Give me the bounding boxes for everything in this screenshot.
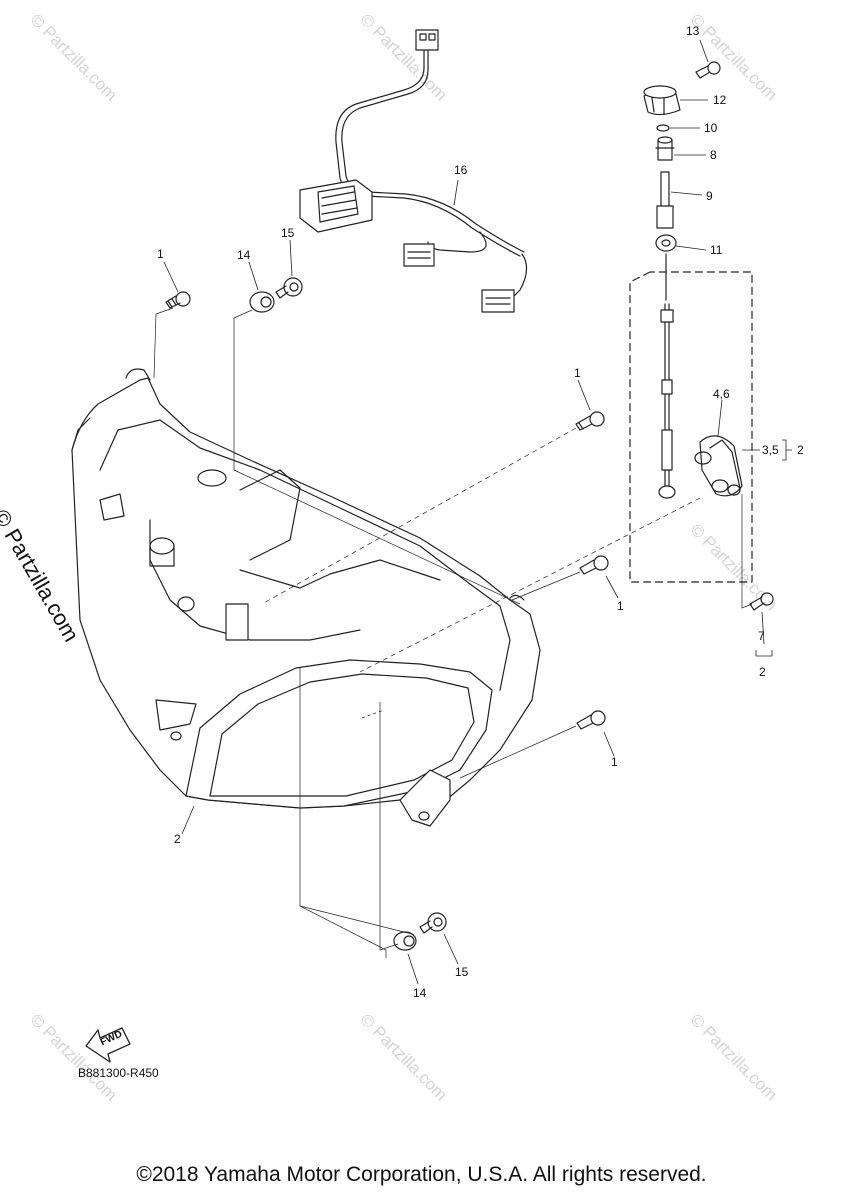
callout-14-top: 14	[237, 248, 251, 262]
callout-9: 9	[706, 189, 713, 203]
callout-15-bottom: 15	[455, 965, 469, 979]
alignment-lines	[153, 307, 753, 958]
screw-part-1	[575, 411, 605, 431]
grommet-part-14	[249, 291, 275, 313]
callout-16: 16	[454, 163, 468, 177]
callout-7: 7	[758, 629, 765, 643]
callout-11: 11	[710, 243, 723, 257]
callout-2-below-7: 2	[759, 665, 766, 679]
screw-part-15	[419, 912, 447, 934]
callout-1-top-left: 1	[157, 247, 164, 261]
adjuster-assembly	[643, 61, 721, 301]
callout-4-6: 4,6	[713, 387, 730, 401]
callout-2-headlight: 2	[174, 832, 181, 846]
screw-part-1	[165, 291, 191, 309]
dashed-assembly-box	[629, 271, 753, 583]
callout-14-bottom: 14	[413, 986, 427, 1000]
headlight-assembly	[71, 368, 541, 827]
callout-2-right: 2	[797, 443, 804, 457]
screw-part-1	[576, 710, 606, 730]
callout-1-middle-right: 1	[617, 599, 624, 613]
callout-8: 8	[710, 148, 717, 162]
grommet-part-14	[393, 931, 417, 951]
callout-3-5: 3,5	[762, 443, 779, 457]
copyright-notice: ©2018 Yamaha Motor Corporation, U.S.A. A…	[136, 1163, 707, 1186]
diagram-code: B881300-R450	[78, 1066, 159, 1080]
wire-harness	[299, 29, 528, 313]
callout-13: 13	[686, 24, 700, 38]
leader-lines	[163, 39, 792, 985]
screw-part-1	[579, 555, 609, 575]
callout-1-lower-right: 1	[611, 755, 618, 769]
screw-part-15	[275, 277, 303, 299]
fwd-arrow-icon	[85, 1027, 131, 1063]
callout-1-upper-right: 1	[574, 366, 581, 380]
callout-10: 10	[704, 121, 718, 135]
screw-part-7	[749, 592, 774, 611]
callout-15-top: 15	[281, 226, 295, 240]
callout-12: 12	[713, 93, 727, 107]
